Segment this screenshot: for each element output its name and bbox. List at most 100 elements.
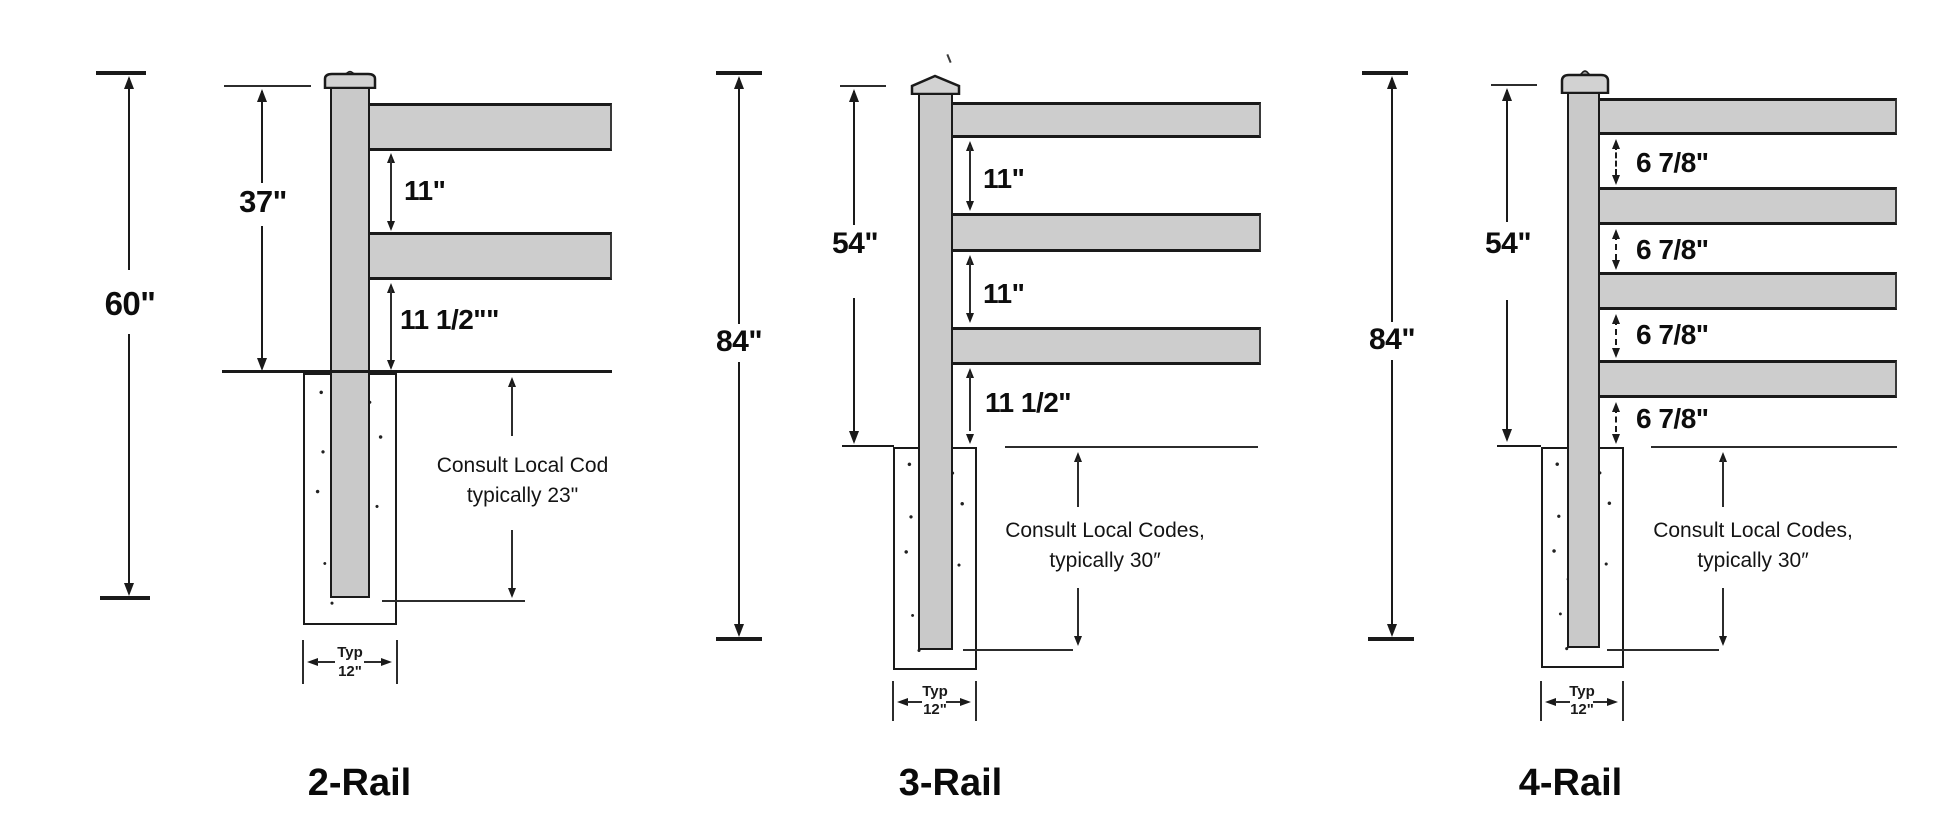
gap-arrow-down <box>1612 348 1620 358</box>
embed-note-line2: typically 30″ <box>1049 549 1161 572</box>
embed-dim-line <box>1722 588 1724 636</box>
post-height-label: 54" <box>831 227 879 260</box>
dim-line <box>738 78 740 324</box>
dim-line <box>853 298 855 432</box>
embed-arrow-up <box>1719 452 1727 462</box>
embed-note: Consult Local Cod typically 23" <box>415 451 630 511</box>
fence-post-buried <box>918 447 953 650</box>
gap-label: 6 7/8" <box>1636 403 1709 434</box>
width-tick <box>302 640 304 684</box>
width-arrow-right <box>1607 698 1618 706</box>
gap-arrow-down <box>966 434 974 444</box>
width-dim-line <box>1593 701 1608 703</box>
dim-line <box>1506 90 1508 222</box>
footing-width-word: Typ <box>1569 683 1595 700</box>
width-arrow-left <box>1545 698 1556 706</box>
dim-arrow-down <box>734 624 744 637</box>
rail <box>953 213 1261 252</box>
dim-tick <box>840 85 886 87</box>
diagram-caption: 4-Rail <box>1518 762 1623 804</box>
post-cap <box>323 70 377 89</box>
embed-dim-line <box>1077 459 1079 507</box>
dim-line <box>853 91 855 225</box>
footing-width-word: Typ <box>922 683 948 700</box>
dim-tick <box>1362 71 1408 75</box>
dim-line <box>128 78 130 270</box>
dim-tick <box>100 596 150 600</box>
dim-line <box>1391 78 1393 322</box>
gap-dim-line <box>1615 234 1617 260</box>
gap-arrow-down <box>966 201 974 211</box>
gap-label: 11" <box>983 163 1025 194</box>
fence-post-buried <box>1567 447 1600 648</box>
width-arrow-left <box>897 698 908 706</box>
gap-dim-line <box>1615 144 1617 175</box>
ground-line <box>1651 446 1897 448</box>
gap-arrow-down <box>1612 175 1620 185</box>
width-dim-line <box>946 701 961 703</box>
dim-tick <box>1491 84 1537 86</box>
footing-width-value: 12" <box>338 663 362 680</box>
ground-line <box>1005 446 1258 448</box>
embed-note-line2: typically 30″ <box>1697 549 1809 572</box>
footing-width-value: 12" <box>923 701 947 718</box>
overall-height-label: 84" <box>715 325 763 358</box>
rail <box>1600 187 1897 225</box>
post-bottom-ref-line <box>963 649 1073 651</box>
rail <box>370 103 612 151</box>
ground-line <box>842 445 894 447</box>
embed-note-line2: typically 23" <box>466 484 579 507</box>
fence-post-buried <box>330 373 370 598</box>
embed-arrow-down <box>1719 636 1727 646</box>
width-arrow-left <box>307 658 318 666</box>
dim-arrow-down <box>257 358 267 371</box>
embed-dim-line <box>511 530 513 588</box>
embed-arrow-down <box>508 588 516 598</box>
overall-height-label: 84" <box>1368 323 1416 356</box>
dim-tick <box>716 71 762 75</box>
diagram-caption: 3-Rail <box>898 762 1003 804</box>
width-dim-line <box>364 661 382 663</box>
embed-dim-line <box>511 384 513 436</box>
gap-dim-line <box>1615 319 1617 345</box>
width-arrow-right <box>960 698 971 706</box>
gap-arrow-down <box>387 221 395 231</box>
dim-arrow-down <box>124 583 134 596</box>
footing-width-value: 12" <box>1570 701 1594 718</box>
dim-arrow-down <box>1502 429 1512 442</box>
post-height-label: 54" <box>1484 227 1532 260</box>
dim-tick <box>716 637 762 641</box>
post-bottom-ref-line <box>1607 649 1719 651</box>
gap-label: 11 1/2"" <box>400 304 499 335</box>
embed-note: Consult Local Codes, typically 30″ <box>980 516 1230 576</box>
rail <box>1600 272 1897 310</box>
gap-arrow-down <box>1612 260 1620 270</box>
embed-arrow-up <box>1074 452 1082 462</box>
dim-line <box>128 334 130 584</box>
width-dim-line <box>907 701 922 703</box>
dim-arrow-down <box>1387 624 1397 637</box>
rail <box>1600 360 1897 398</box>
diagram-caption: 2-Rail <box>307 762 412 804</box>
embed-note-line1: Consult Local Codes, <box>1653 519 1853 542</box>
gap-arrow-down <box>966 313 974 323</box>
embed-arrow-up <box>508 377 516 387</box>
width-tick <box>892 681 894 721</box>
rail <box>953 102 1261 138</box>
width-tick <box>1540 681 1542 721</box>
gap-label: 11 1/2" <box>985 387 1072 418</box>
dim-line <box>261 91 263 183</box>
post-cap <box>1560 70 1610 94</box>
gap-dim-line <box>969 373 971 431</box>
gap-label: 11" <box>983 278 1025 309</box>
width-tick <box>1622 681 1624 721</box>
gap-label: 6 7/8" <box>1636 147 1709 178</box>
embed-arrow-down <box>1074 636 1082 646</box>
width-tick <box>975 681 977 721</box>
dim-tick <box>96 71 146 75</box>
post-height-label: 37" <box>239 184 287 219</box>
embed-note: Consult Local Codes, typically 30″ <box>1628 516 1878 576</box>
ground-line <box>222 370 612 373</box>
width-arrow-right <box>381 658 392 666</box>
